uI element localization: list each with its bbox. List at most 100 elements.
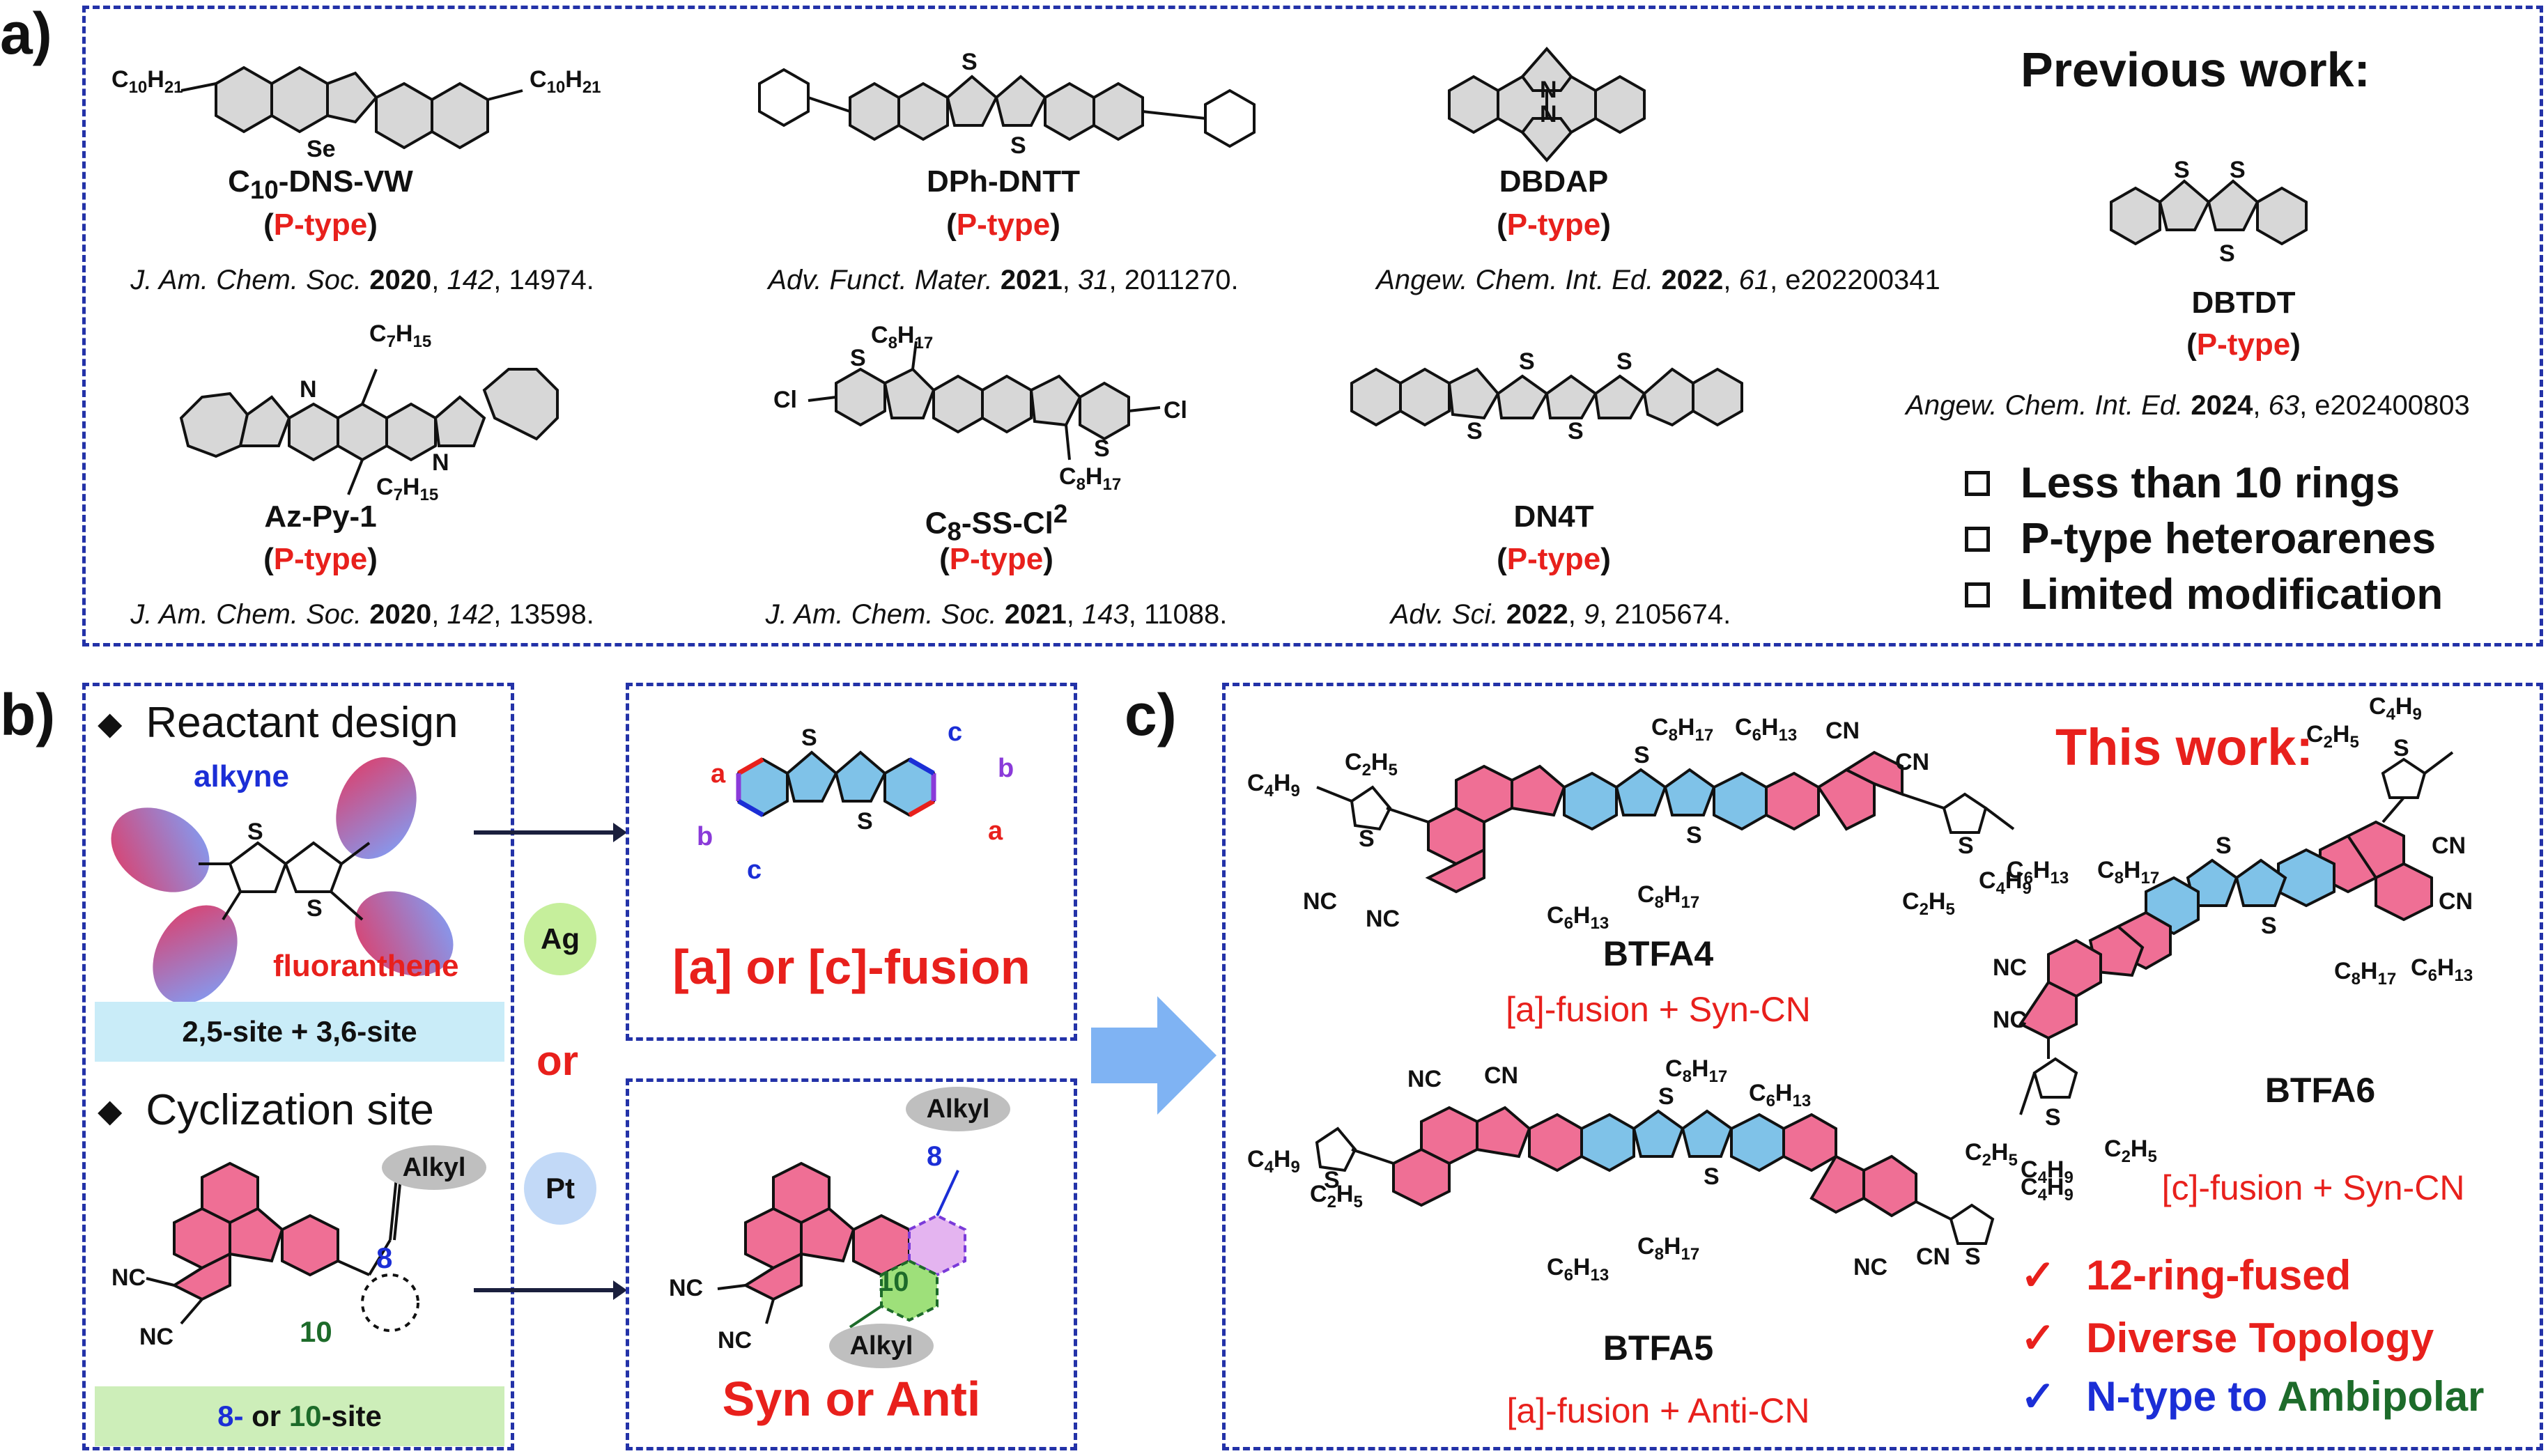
svg-text:NC: NC (718, 1327, 752, 1354)
cyclization-site-heading: ◆Cyclization site (98, 1086, 434, 1134)
svg-text:C2H5: C2H5 (1310, 1181, 1363, 1211)
panel-a (82, 6, 2543, 646)
ring-letter-a-right: a (988, 816, 1003, 846)
svg-text:S: S (1519, 348, 1535, 375)
compound-name-3: DBDAP (1499, 164, 1609, 199)
compound-type-5: (P-type) (939, 542, 1053, 576)
svg-text:C4H9: C4H9 (2021, 1156, 2074, 1187)
svg-text:C2H5: C2H5 (1345, 749, 1398, 780)
svg-text:NC: NC (1366, 906, 1400, 932)
svg-text:C6H13: C6H13 (1749, 1080, 1811, 1110)
compound-name-2: DPh-DNTT (927, 164, 1080, 199)
svg-text:C2H5: C2H5 (1902, 888, 1955, 919)
previous-work-reference: Angew. Chem. Int. Ed. 2024, 63, e2024008… (1906, 390, 2470, 421)
svg-text:C10H21: C10H21 (111, 66, 183, 97)
reference-1: J. Am. Chem. Soc. 2020, 142, 14974. (130, 265, 594, 295)
svg-text:S: S (307, 895, 323, 922)
checklist-item-2: P-type heteroarenes (1965, 514, 2436, 564)
fluoranthene-precursor: NC NC (111, 1161, 419, 1350)
svg-text:NC: NC (111, 1264, 146, 1291)
svg-text:Cl: Cl (773, 387, 797, 413)
diamond-icon: ◆ (98, 704, 123, 741)
svg-text:S: S (2219, 240, 2235, 267)
svg-text:C8H17: C8H17 (1637, 1233, 1699, 1264)
compound-type-4: (P-type) (263, 542, 378, 576)
svg-text:C7H15: C7H15 (369, 320, 431, 351)
alkyl-bubble-precursor: Alkyl (382, 1145, 486, 1190)
svg-text:S: S (2230, 157, 2246, 183)
previous-work-heading: Previous work: (2021, 42, 2370, 97)
checkbox-icon (1965, 526, 1990, 552)
big-arrow (1091, 996, 1217, 1115)
svg-text:C8H17: C8H17 (1637, 881, 1699, 912)
compound-type-3: (P-type) (1497, 208, 1611, 242)
svg-text:C4H9: C4H9 (2369, 693, 2422, 724)
label-c7h15-bottom: C7H15 (376, 474, 438, 504)
svg-text:N: N (300, 376, 317, 403)
svg-text:NC: NC (1303, 888, 1337, 915)
alkyl-bubble-top: Alkyl (906, 1087, 1010, 1131)
svg-text:NC: NC (1853, 1254, 1887, 1280)
svg-text:S: S (1568, 418, 1584, 444)
svg-text:S: S (1686, 822, 1702, 849)
svg-text:C8H17: C8H17 (1651, 714, 1713, 745)
dbtt-fusion-core: S S (736, 725, 936, 835)
svg-text:S: S (1958, 832, 1974, 859)
svg-text:N: N (1540, 101, 1557, 127)
svg-text:CN: CN (1895, 749, 1929, 775)
compound-type-6: (P-type) (1497, 542, 1611, 576)
bullet-1: ✓12-ring-fused (2021, 1252, 2352, 1299)
compound-type-2: (P-type) (946, 208, 1060, 242)
site-8-label: 8 (376, 1241, 393, 1274)
btfa5-label: BTFA5 (1603, 1329, 1714, 1368)
panel-b-fusion (626, 683, 1077, 1041)
reference-6: Adv. Sci. 2022, 9, 2105674. (1390, 599, 1731, 630)
btfa6-label: BTFA6 (2264, 1071, 2376, 1110)
svg-text:NC: NC (1993, 954, 2027, 981)
pt-catalyst-badge: Pt (524, 1152, 596, 1225)
svg-text:S: S (2261, 913, 2277, 939)
checkbox-icon (1965, 470, 1990, 496)
molecule-btfa5: S S S S NC CN NC CN C4H9 C2H5 C8H17 C6H1… (1247, 1055, 2074, 1285)
molecule-dbtdt: S S S (2110, 157, 2308, 267)
syn-site-10: 10 (878, 1267, 909, 1297)
svg-text:CN: CN (2432, 832, 2466, 859)
svg-text:C10H21: C10H21 (530, 66, 601, 97)
panel-a-label: a) (0, 1, 52, 66)
svg-text:S: S (1324, 1167, 1340, 1193)
ag-catalyst-badge: Ag (524, 903, 596, 975)
btfa6-desc: [c]-fusion + Syn-CN (2161, 1168, 2465, 1207)
svg-text:S: S (1467, 418, 1483, 444)
svg-text:S: S (1634, 742, 1650, 768)
svg-text:CN: CN (1825, 718, 1860, 744)
compound-name-5: C8-SS-Cl2 (925, 499, 1068, 546)
svg-text:CN: CN (2439, 888, 2473, 915)
svg-text:C6H13: C6H13 (1547, 1254, 1609, 1285)
svg-text:C2H5: C2H5 (1965, 1139, 2018, 1170)
svg-text:C4H9: C4H9 (1247, 1146, 1300, 1177)
reactant-thienothiophene: S S (111, 757, 454, 1004)
compound-name-6: DN4T (1513, 499, 1594, 534)
svg-text:S: S (801, 725, 817, 751)
diamond-icon: ◆ (98, 1092, 123, 1129)
svg-text:S: S (2393, 735, 2409, 761)
panel-b-syn-anti (626, 1078, 1077, 1450)
svg-text:C2H5: C2H5 (2306, 721, 2359, 752)
previous-work-type: (P-type) (2186, 327, 2301, 362)
svg-text:S: S (857, 808, 873, 835)
checklist-item-3: Limited modification (1965, 570, 2443, 619)
reference-2: Adv. Funct. Mater. 2021, 31, 2011270. (768, 265, 1239, 295)
bullet-3: ✓N-type to Ambipolar (2021, 1373, 2485, 1420)
syn-anti-label: Syn or Anti (722, 1372, 981, 1426)
reference-5: J. Am. Chem. Soc. 2021, 143, 11088. (765, 599, 1228, 630)
ring-letter-c-left: c (747, 855, 762, 885)
or-label: or (536, 1037, 578, 1084)
svg-text:C8H17: C8H17 (1059, 463, 1121, 494)
arrow-top (474, 823, 627, 842)
svg-text:S: S (1359, 826, 1375, 852)
syn-anti-product: NC NC (669, 1161, 966, 1354)
svg-text:C4H9: C4H9 (1247, 770, 1300, 800)
ring-letter-b-right: b (998, 754, 1014, 783)
alkyne-label: alkyne (194, 759, 289, 793)
label-c8h17-bottom: C8H17 (1059, 463, 1121, 494)
